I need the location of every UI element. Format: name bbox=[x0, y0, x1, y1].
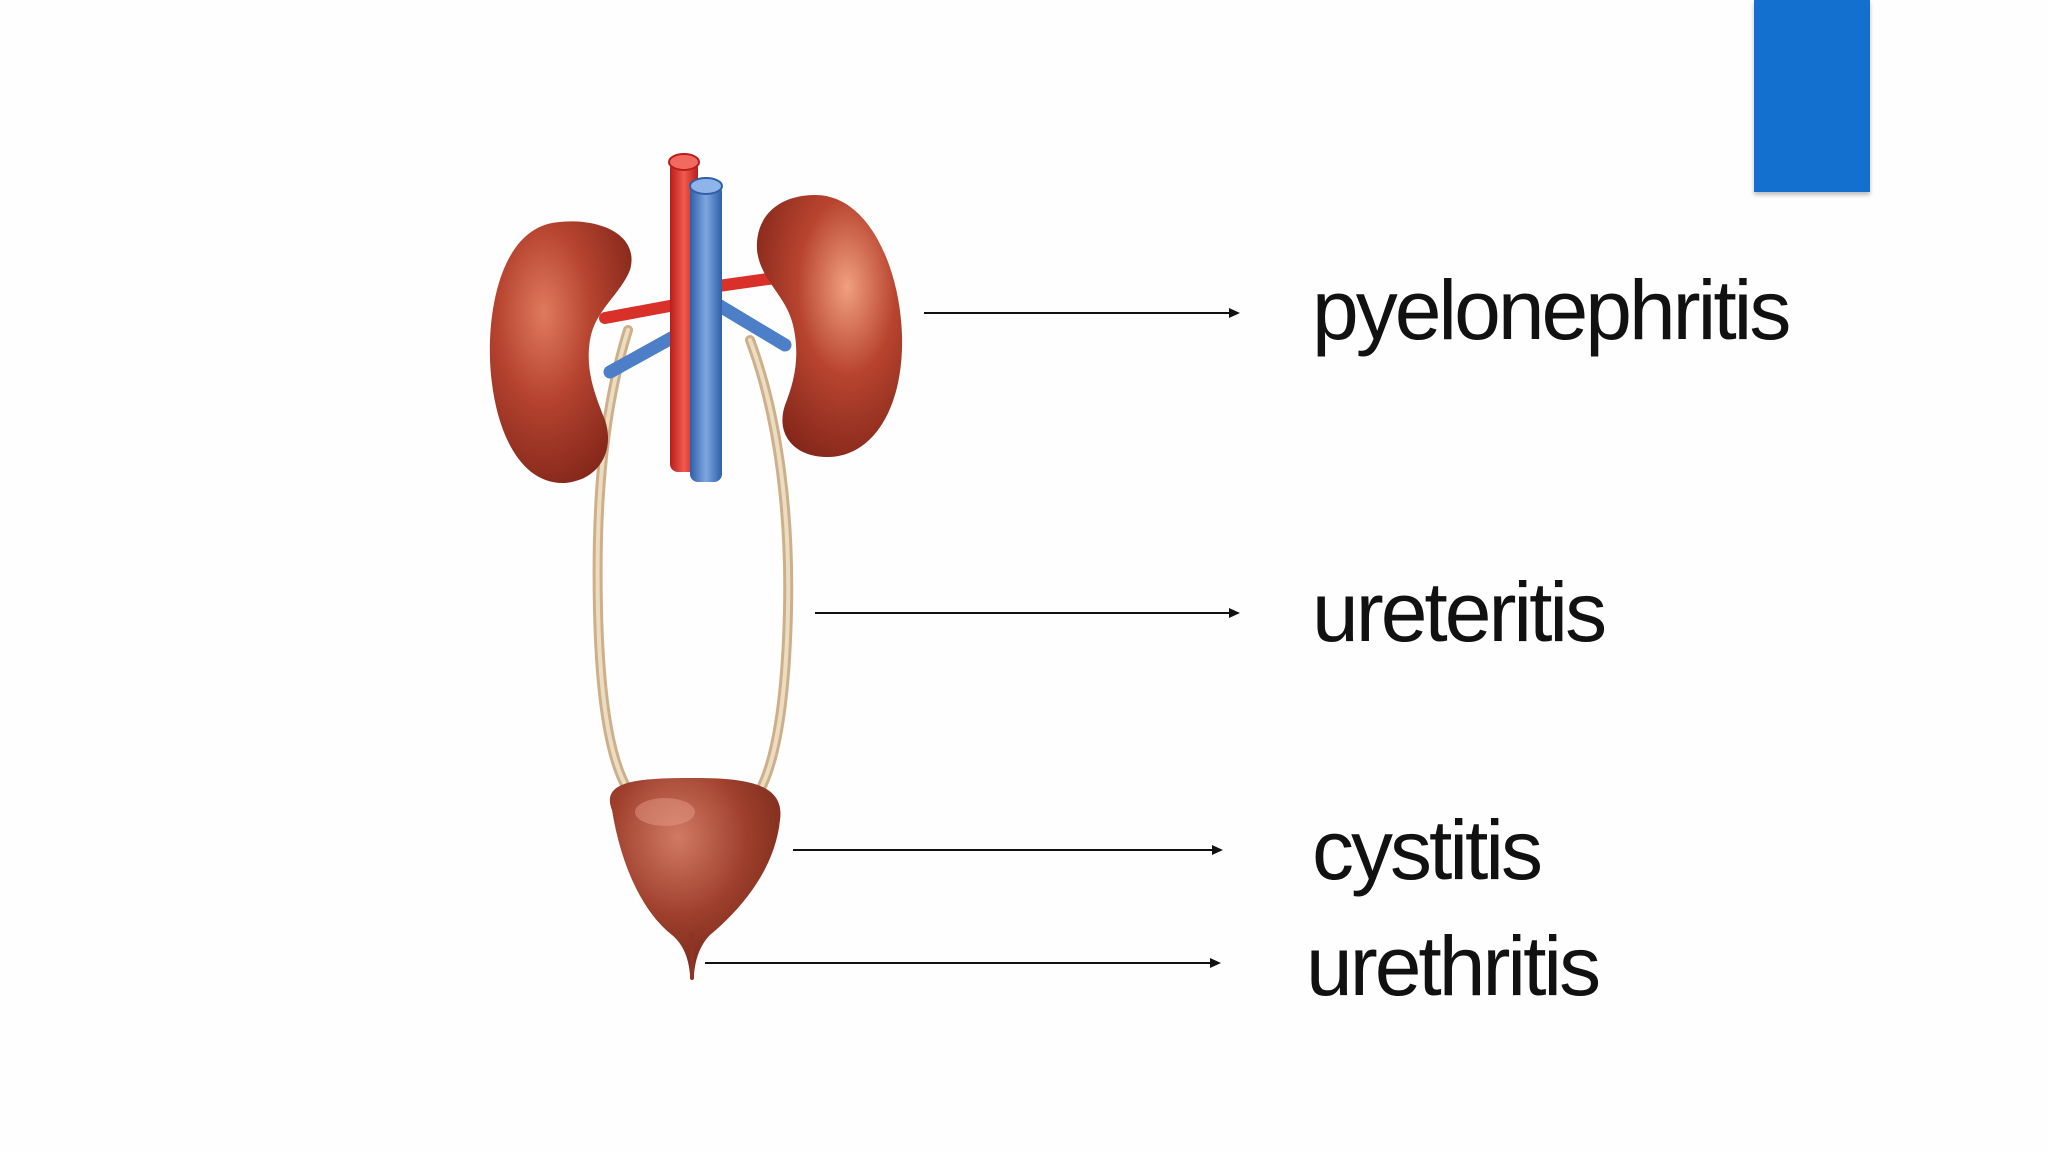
arrow-right-icon bbox=[793, 845, 1223, 855]
ureters bbox=[592, 325, 794, 795]
vena-cava bbox=[690, 184, 722, 482]
label-pyelonephritis: pyelonephritis bbox=[1312, 263, 1791, 357]
arrow-right-icon bbox=[705, 958, 1221, 968]
kidney-left bbox=[489, 221, 632, 484]
kidney-right bbox=[756, 195, 903, 458]
label-cystitis: cystitis bbox=[1312, 803, 1543, 897]
pointer-arrows bbox=[705, 308, 1240, 968]
kidneys bbox=[489, 195, 903, 484]
arrow-right-icon bbox=[815, 608, 1240, 618]
great-vessels bbox=[668, 153, 723, 482]
arrow-right-icon bbox=[924, 308, 1240, 318]
accent-bar bbox=[1754, 0, 1870, 192]
label-ureteritis: ureteritis bbox=[1312, 565, 1607, 659]
label-urethritis: urethritis bbox=[1306, 919, 1601, 1013]
bladder bbox=[609, 778, 781, 980]
